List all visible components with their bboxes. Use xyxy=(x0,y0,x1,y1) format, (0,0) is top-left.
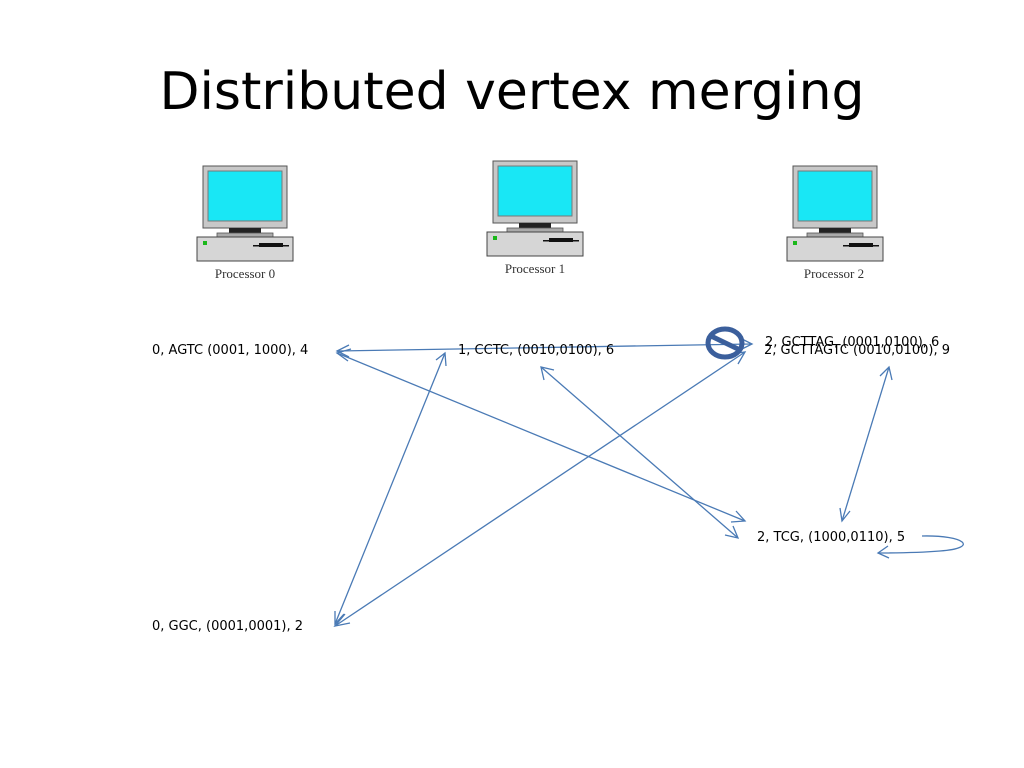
edge-ggc-cctc xyxy=(335,353,445,624)
cancel-icon xyxy=(708,329,742,357)
vertex-gcttagtc: 2, GCTTAGTC (0010,0100), 9 xyxy=(764,343,950,358)
vertex-ggc: 0, GGC, (0001,0001), 2 xyxy=(152,619,303,634)
edge-ggc-gcttagtc xyxy=(335,352,745,626)
edge-cctc-tcg xyxy=(541,367,738,538)
edge-agtc-tcg xyxy=(337,353,745,521)
vertex-cctc: 1, CCTC, (0010,0100), 6 xyxy=(458,343,614,358)
vertex-tcg: 2, TCG, (1000,0110), 5 xyxy=(757,530,905,545)
arrowhead xyxy=(878,546,889,558)
edge-gcttagtc-tcg xyxy=(842,367,889,521)
vertex-agtc: 0, AGTC (0001, 1000), 4 xyxy=(152,343,308,358)
